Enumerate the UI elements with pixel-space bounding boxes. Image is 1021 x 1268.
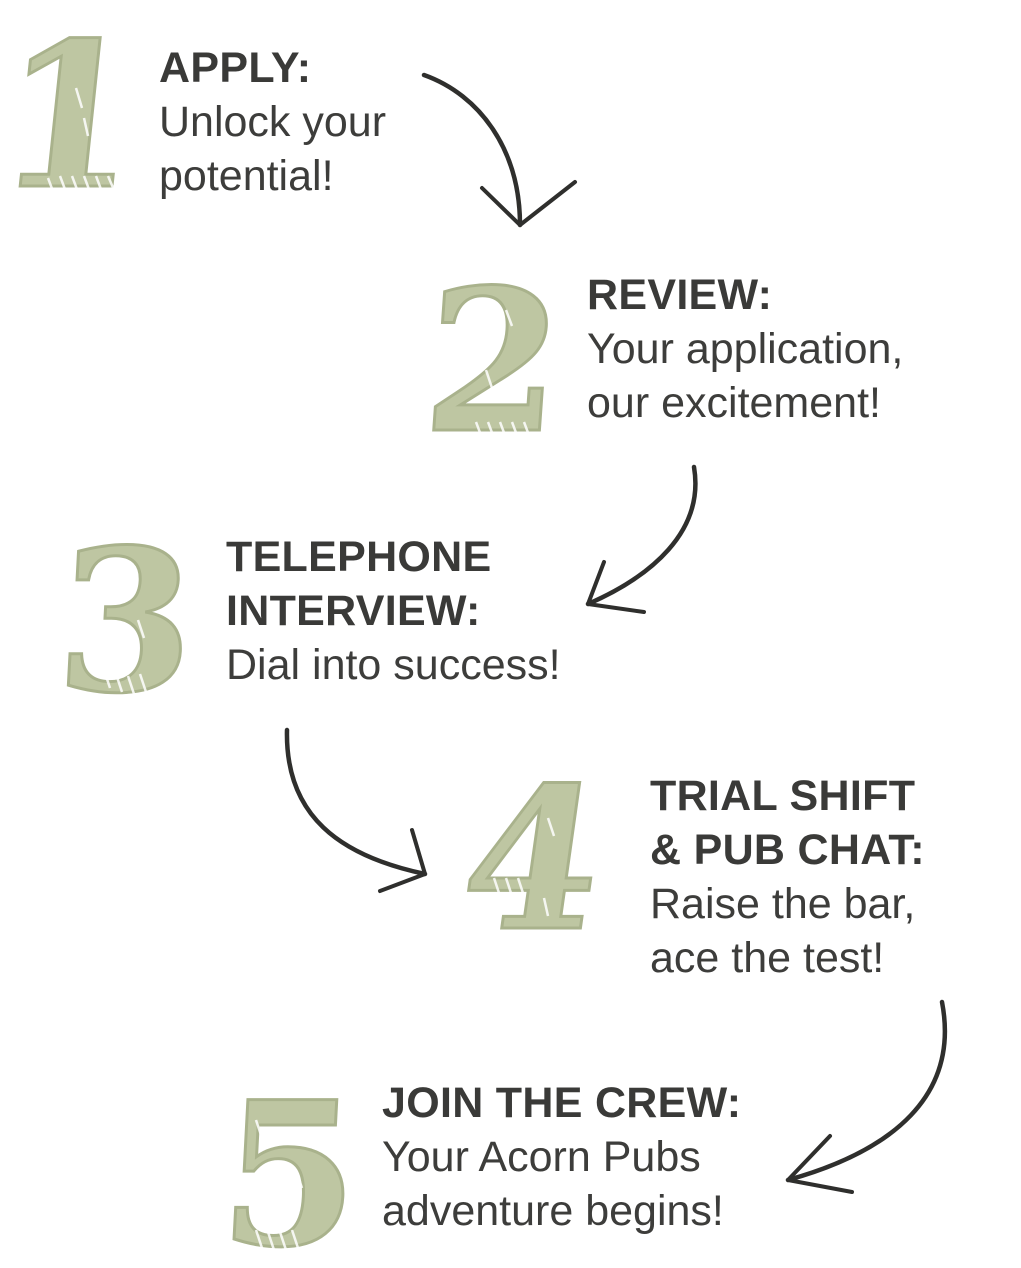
numeral-two-icon: 2 <box>416 246 571 479</box>
numeral-text: 3 <box>52 507 200 737</box>
step-5-text: JOIN THE CREW: Your Acorn Pubs adventure… <box>382 1076 741 1238</box>
numeral-text: 4 <box>449 745 618 975</box>
step-title: INTERVIEW: <box>226 587 481 635</box>
numeral-five-icon: 5 <box>214 1057 367 1268</box>
curved-arrow-down-right-icon <box>280 726 440 896</box>
step-description-line: Your application, <box>587 325 904 373</box>
numeral-four-icon: 4 <box>447 743 619 976</box>
step-description-line: Your Acorn Pubs <box>382 1133 701 1181</box>
step-2-text: REVIEW: Your application, our excitement… <box>587 268 903 430</box>
step-title: APPLY: <box>159 44 312 92</box>
step-description-line: Raise the bar, <box>650 880 916 928</box>
numeral-one-icon: 1 <box>0 0 153 235</box>
step-description-line: ace the test! <box>650 934 885 982</box>
curved-arrow-down-left-icon <box>580 462 710 622</box>
step-1-text: APPLY: Unlock your potential! <box>159 41 386 203</box>
numeral-text: 1 <box>0 0 152 234</box>
step-title: JOIN THE CREW: <box>382 1079 742 1127</box>
step-description-line: Unlock your <box>159 98 387 146</box>
curved-arrow-down-left-icon <box>782 996 952 1196</box>
step-description-line: adventure begins! <box>382 1187 724 1235</box>
step-title: & PUB CHAT: <box>650 826 925 874</box>
curved-arrow-down-icon <box>420 70 580 230</box>
step-title: TRIAL SHIFT <box>650 772 916 820</box>
step-description-line: Dial into success! <box>226 641 561 689</box>
step-description-line: potential! <box>159 152 334 200</box>
numeral-three-icon: 3 <box>50 506 201 739</box>
step-title: TELEPHONE <box>226 533 492 581</box>
numeral-text: 5 <box>215 1058 365 1268</box>
step-3-text: TELEPHONE INTERVIEW: Dial into success! <box>226 530 561 692</box>
step-title: REVIEW: <box>587 271 773 319</box>
numeral-text: 2 <box>417 247 569 477</box>
step-description-line: our excitement! <box>587 379 881 427</box>
step-4-text: TRIAL SHIFT & PUB CHAT: Raise the bar, a… <box>650 769 925 985</box>
